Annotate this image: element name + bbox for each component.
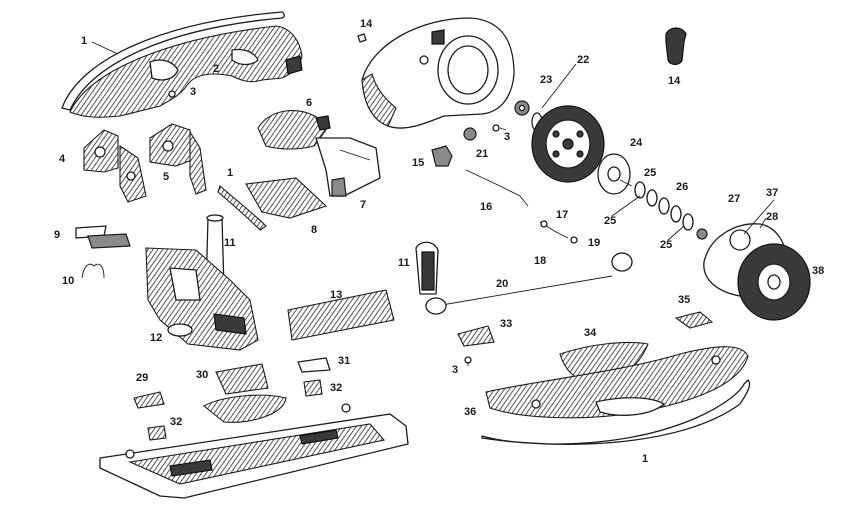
callout-36: 36 bbox=[464, 406, 476, 418]
part-pulley-25 bbox=[597, 153, 631, 195]
callout-24: 24 bbox=[630, 137, 643, 149]
callout-37: 37 bbox=[766, 187, 778, 199]
part-grommet-14 bbox=[665, 27, 687, 66]
callout-14a: 14 bbox=[360, 18, 373, 30]
part-clip-32b bbox=[147, 425, 167, 441]
callout-26: 26 bbox=[676, 181, 688, 193]
callout-11a: 11 bbox=[224, 237, 236, 249]
part-seal-strip-bottom bbox=[481, 379, 751, 445]
part-engine-cover-tin bbox=[69, 25, 303, 118]
part-link-17-18-19 bbox=[539, 220, 578, 244]
leader-lines bbox=[91, 41, 775, 366]
part-clip-32a bbox=[303, 379, 323, 397]
callout-9: 9 bbox=[54, 229, 60, 241]
callout-14b: 14 bbox=[668, 75, 681, 87]
callout-1c: 1 bbox=[642, 453, 648, 465]
callout-29: 29 bbox=[136, 372, 148, 384]
part-washer-3a bbox=[168, 90, 176, 98]
part-pulley-cover-38 bbox=[737, 243, 811, 321]
callout-25b: 25 bbox=[604, 215, 616, 227]
callout-19: 19 bbox=[588, 237, 600, 249]
callout-1b: 1 bbox=[227, 167, 233, 179]
callout-33: 33 bbox=[500, 318, 512, 330]
part-spacers-26 bbox=[634, 181, 694, 231]
callout-38: 38 bbox=[812, 265, 824, 277]
callout-8: 8 bbox=[311, 224, 317, 236]
callout-20: 20 bbox=[496, 278, 508, 290]
part-frame-tray bbox=[99, 403, 409, 499]
callout-13: 13 bbox=[330, 289, 342, 301]
part-bracket-11b bbox=[415, 241, 439, 295]
callout-10: 10 bbox=[62, 275, 74, 287]
part-plate-31 bbox=[297, 357, 331, 373]
part-bracket-4 bbox=[83, 129, 147, 203]
callout-28: 28 bbox=[766, 211, 778, 223]
part-nut-27 bbox=[696, 228, 708, 240]
part-bracket-29 bbox=[133, 391, 165, 409]
part-grille-13 bbox=[287, 289, 395, 341]
callout-3b: 3 bbox=[504, 131, 510, 143]
callout-15: 15 bbox=[412, 157, 424, 169]
callout-2: 2 bbox=[213, 63, 219, 75]
part-apron-36 bbox=[485, 346, 749, 419]
part-nut-21 bbox=[463, 127, 477, 141]
callout-25c: 25 bbox=[660, 239, 672, 251]
callout-32b: 32 bbox=[170, 416, 182, 428]
callout-23: 23 bbox=[540, 74, 552, 86]
callout-32a: 32 bbox=[330, 382, 342, 394]
callout-35: 35 bbox=[678, 294, 690, 306]
callout-11b: 11 bbox=[398, 257, 410, 269]
callout-12: 12 bbox=[150, 332, 162, 344]
callout-17: 17 bbox=[556, 209, 568, 221]
callout-31: 31 bbox=[338, 355, 350, 367]
part-bracket-30 bbox=[203, 363, 287, 423]
part-rod-16 bbox=[465, 169, 529, 207]
callout-4: 4 bbox=[59, 153, 66, 165]
callout-16: 16 bbox=[480, 201, 492, 213]
part-bracket-33 bbox=[457, 325, 495, 347]
callout-34: 34 bbox=[584, 327, 597, 339]
part-mount-15 bbox=[431, 145, 453, 167]
callout-1a: 1 bbox=[81, 35, 87, 47]
part-spring-clip-10 bbox=[81, 263, 105, 279]
callout-6: 6 bbox=[306, 97, 312, 109]
part-clip-9 bbox=[75, 225, 131, 249]
part-shroud-6 bbox=[257, 110, 331, 150]
callout-labels: 1 2 3 4 5 6 1 7 8 9 10 11 12 13 14 14 15… bbox=[54, 18, 824, 465]
callout-27: 27 bbox=[728, 193, 740, 205]
part-trim-strip-top bbox=[61, 11, 285, 111]
part-plate-35 bbox=[674, 311, 714, 329]
callout-25a: 25 bbox=[644, 167, 656, 179]
callout-5: 5 bbox=[163, 171, 169, 183]
part-fan-housing-14 bbox=[361, 17, 515, 129]
callout-3a: 3 bbox=[190, 86, 196, 98]
part-fan-wheel-24 bbox=[531, 105, 605, 183]
part-trim-strip-mid bbox=[217, 185, 267, 231]
part-washer-3b bbox=[492, 124, 500, 132]
part-clip-14 bbox=[357, 33, 367, 43]
part-air-duct-7 bbox=[315, 137, 381, 197]
part-bracket-5 bbox=[149, 123, 207, 195]
callout-7: 7 bbox=[360, 199, 366, 211]
callout-30: 30 bbox=[196, 369, 208, 381]
part-tray-8 bbox=[245, 177, 328, 219]
part-long-rod-20 bbox=[425, 252, 633, 315]
part-nut-23 bbox=[514, 100, 530, 116]
callout-18: 18 bbox=[534, 255, 546, 267]
callout-21: 21 bbox=[476, 148, 488, 160]
callout-3c: 3 bbox=[452, 364, 458, 376]
part-housing-12 bbox=[145, 247, 259, 351]
callout-22: 22 bbox=[577, 54, 589, 66]
